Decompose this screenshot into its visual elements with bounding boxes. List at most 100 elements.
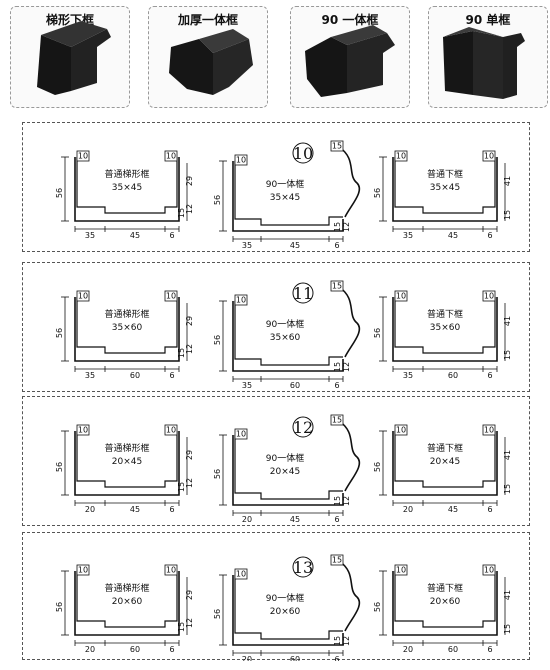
frame-profile-step bbox=[234, 301, 343, 366]
bottom-dimension-label: 35 bbox=[242, 381, 252, 390]
frame-profile-outline bbox=[232, 575, 344, 646]
height-dimension-label: 56 bbox=[213, 195, 222, 205]
bottom-dimension-label: 60 bbox=[290, 381, 300, 390]
panel-number-circle bbox=[292, 282, 314, 304]
right-dimension-label: 29 bbox=[185, 316, 194, 326]
dimension-label: 10 bbox=[78, 152, 88, 161]
dimension-label: 15 bbox=[332, 416, 342, 425]
bottom-dimension-label: 20 bbox=[403, 645, 413, 654]
dimension-label: 10 bbox=[166, 426, 176, 435]
dimension-label: 10 bbox=[396, 566, 406, 575]
dimension-box bbox=[330, 554, 344, 566]
panel-number: 11 bbox=[293, 284, 313, 303]
dimension-box bbox=[330, 414, 344, 426]
right-dimension-label: 15 bbox=[503, 484, 512, 494]
bottom-dimension-label: 6 bbox=[334, 515, 339, 524]
dimension-label: 10 bbox=[396, 152, 406, 161]
height-dimension-label: 56 bbox=[55, 188, 64, 198]
frame-size: 35×60 bbox=[430, 323, 461, 333]
dimension-box bbox=[234, 154, 248, 166]
bottom-dimension-label: 45 bbox=[448, 505, 458, 514]
bottom-dimension-label: 6 bbox=[169, 645, 174, 654]
bottom-dimension-label: 6 bbox=[487, 505, 492, 514]
frame-size: 20×60 bbox=[430, 597, 461, 607]
dimension-label: 10 bbox=[236, 570, 246, 579]
single-frame-photo-icon bbox=[443, 27, 525, 99]
dimension-box bbox=[76, 290, 90, 302]
dimension-label: 10 bbox=[236, 156, 246, 165]
frame-profile-step bbox=[76, 431, 178, 488]
bottom-dimension-label: 6 bbox=[487, 231, 492, 240]
height-dimension-label: 56 bbox=[55, 602, 64, 612]
dimension-label: 15 bbox=[332, 142, 342, 151]
frame-title: 普通梯形框 bbox=[104, 442, 149, 454]
frame-size: 35×45 bbox=[112, 183, 142, 193]
frame-profile-step bbox=[234, 161, 343, 226]
bottom-dimension-label: 35 bbox=[403, 371, 413, 380]
right-dimension-label: 41 bbox=[503, 316, 512, 326]
thumbnail-integral-frame: 90 一体框 bbox=[290, 6, 410, 108]
right-dimension-label: 12 bbox=[342, 362, 351, 372]
right-dimension-label: 12 bbox=[342, 496, 351, 506]
integral-frame-photo-icon bbox=[305, 25, 395, 97]
bottom-dimension-label: 20 bbox=[242, 515, 252, 524]
dimension-label: 10 bbox=[78, 426, 88, 435]
trapezoid-frame-photo-icon bbox=[37, 21, 111, 95]
right-dimension-label: 15 bbox=[177, 348, 186, 358]
frame-size: 20×60 bbox=[112, 597, 143, 607]
right-dimension-label: 15 bbox=[503, 350, 512, 360]
frame-size: 20×45 bbox=[270, 467, 300, 477]
frame-title: 90一体框 bbox=[266, 592, 304, 604]
frame-profile-outline bbox=[232, 301, 344, 372]
frame-title: 90一体框 bbox=[266, 452, 304, 464]
dimension-box bbox=[234, 428, 248, 440]
right-dimension-label: 15 bbox=[333, 636, 342, 646]
bottom-dimension-label: 35 bbox=[403, 231, 413, 240]
frame-profile-outline bbox=[232, 161, 344, 232]
dimension-label: 10 bbox=[166, 152, 176, 161]
height-dimension-label: 56 bbox=[373, 328, 382, 338]
bottom-dimension-label: 20 bbox=[85, 645, 95, 654]
right-dimension-label: 12 bbox=[342, 222, 351, 232]
dimension-box bbox=[164, 290, 178, 302]
frame-size: 35×45 bbox=[270, 193, 300, 203]
thumbnail-label: 90 单框 bbox=[465, 13, 511, 27]
bottom-dimension-label: 60 bbox=[290, 655, 300, 661]
bottom-dimension-label: 20 bbox=[85, 505, 95, 514]
frame-size: 35×60 bbox=[270, 333, 301, 343]
right-dimension-label: 15 bbox=[177, 622, 186, 632]
right-dimension-label: 15 bbox=[333, 362, 342, 372]
dimension-box bbox=[234, 294, 248, 306]
molding-curve bbox=[338, 420, 361, 492]
right-dimension-label: 12 bbox=[185, 204, 194, 214]
dimension-box bbox=[330, 280, 344, 292]
bottom-dimension-label: 6 bbox=[169, 231, 174, 240]
frame-title: 普通梯形框 bbox=[104, 168, 149, 180]
dimension-label: 10 bbox=[396, 292, 406, 301]
bottom-dimension-label: 6 bbox=[334, 241, 339, 250]
panel-number-circle bbox=[292, 556, 314, 578]
right-dimension-label: 12 bbox=[185, 344, 194, 354]
molding-curve bbox=[338, 560, 361, 632]
dimension-label: 15 bbox=[332, 556, 342, 565]
bottom-dimension-label: 35 bbox=[85, 231, 95, 240]
frame-title: 普通下框 bbox=[427, 168, 463, 180]
right-dimension-label: 15 bbox=[333, 222, 342, 232]
frame-title: 普通下框 bbox=[427, 308, 463, 320]
bottom-dimension-label: 20 bbox=[242, 655, 252, 661]
right-dimension-label: 12 bbox=[185, 618, 194, 628]
bottom-dimension-label: 60 bbox=[448, 371, 458, 380]
right-dimension-label: 29 bbox=[185, 450, 194, 460]
thumbnail-single-frame: 90 单框 bbox=[428, 6, 548, 108]
frame-profile-outline bbox=[74, 431, 180, 496]
frame-size: 20×45 bbox=[430, 457, 460, 467]
height-dimension-label: 56 bbox=[55, 328, 64, 338]
bottom-dimension-label: 6 bbox=[487, 645, 492, 654]
dimension-box bbox=[482, 564, 496, 576]
dimension-label: 10 bbox=[236, 430, 246, 439]
bottom-dimension-label: 45 bbox=[130, 505, 140, 514]
